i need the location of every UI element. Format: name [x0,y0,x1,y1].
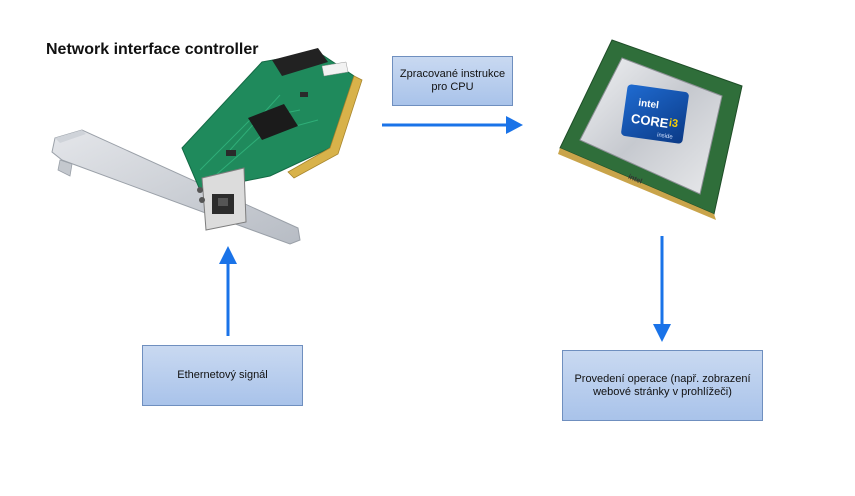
cpu-badge-model: i3 [668,117,679,130]
arrow-signal-to-nic [219,246,237,336]
cpu-badge-brand: intel [638,98,660,112]
cpu-badge-suffix: inside [657,133,674,141]
box-operation-result-label: Provedení operace (např. zobrazení webov… [574,372,751,398]
box-operation-result: Provedení operace (např. zobrazení webov… [562,350,763,421]
cpu-image [558,39,743,220]
arrow-nic-to-cpu [382,116,523,134]
cpu-badge-line: CORE [630,111,670,131]
arrow-cpu-to-operation [653,236,671,342]
box-ethernet-signal-label: Ethernetový signál [177,369,268,381]
cpu-engraving-brand: intel [627,174,643,186]
diagram-title: Network interface controller [46,41,259,58]
nic-card-image [51,48,363,245]
box-ethernet-signal: Ethernetový signál [142,345,303,406]
box-cpu-instructions-label: Zpracované instrukce pro CPU [399,68,506,93]
box-cpu-instructions: Zpracované instrukce pro CPU [392,56,513,106]
